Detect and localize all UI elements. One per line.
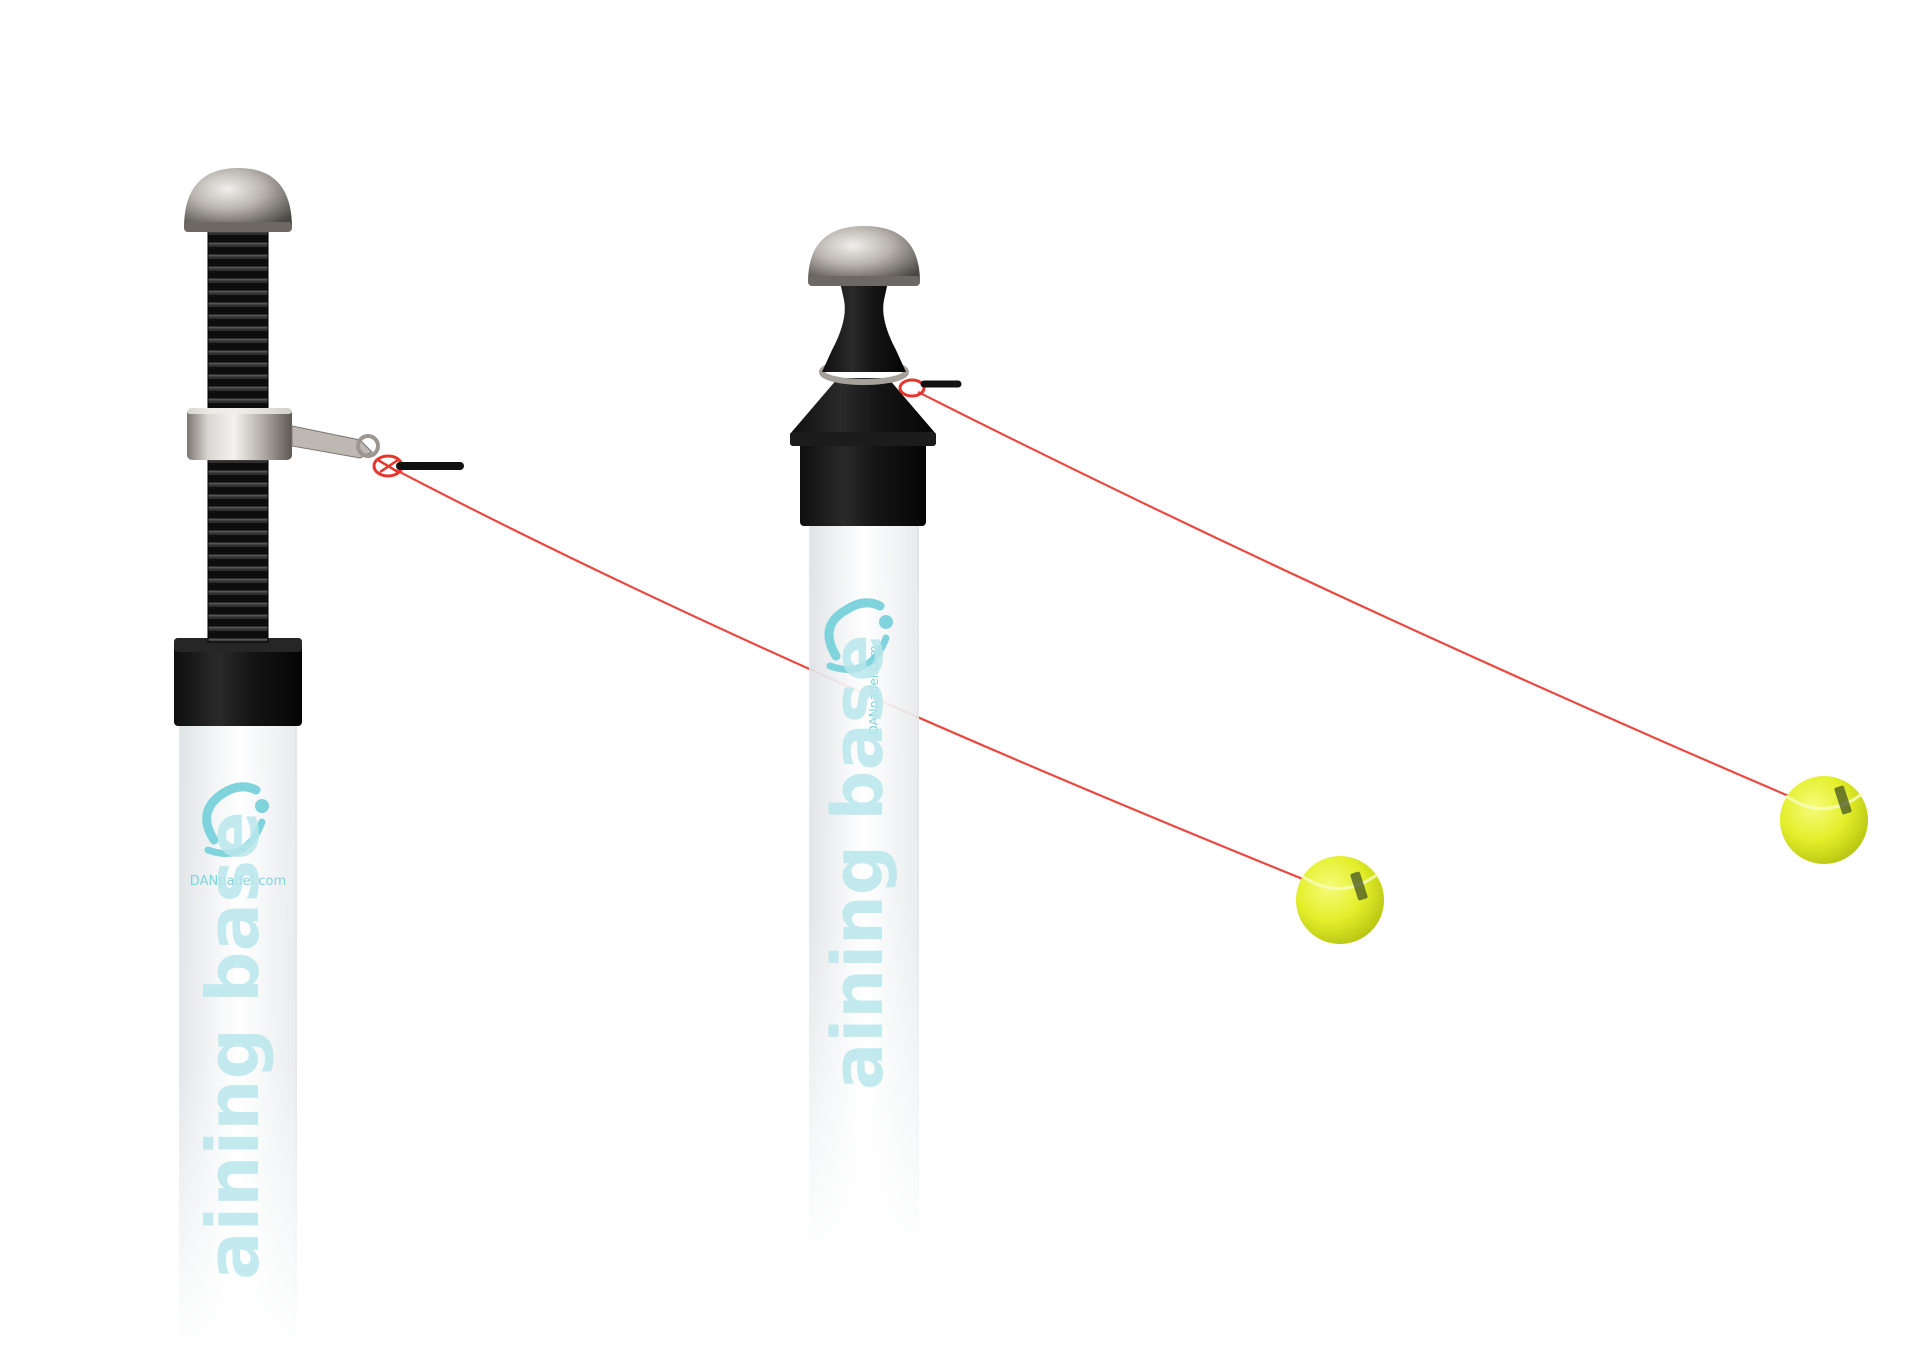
black-sleeve: [174, 638, 302, 726]
screw-training-base: DANpadel.com aining base: [174, 168, 1384, 1355]
black-neck: [822, 282, 906, 372]
pin-training-base: DANpadel.com aining base: [790, 226, 1868, 1261]
tennis-ball: [1780, 776, 1868, 864]
elastic-cord: [917, 391, 1813, 808]
pole-vertical-text: aining base: [191, 811, 275, 1280]
black-cone: [790, 378, 936, 446]
danpadel-logo-icon: [824, 598, 893, 673]
metal-dome-cap: [184, 168, 292, 232]
black-sleeve: [800, 440, 926, 526]
pole-vertical-text: aining base: [817, 634, 899, 1090]
metal-dome-cap: [808, 226, 920, 286]
brand-site-text: DANpadel.com: [190, 874, 286, 889]
tennis-ball: [1296, 856, 1384, 944]
metal-collar: [187, 408, 380, 460]
cord-knot: [372, 454, 464, 478]
brand-site-text: DANpadel.com: [867, 646, 881, 735]
cord-knot: [898, 378, 962, 398]
danpadel-logo-icon: [202, 782, 269, 857]
